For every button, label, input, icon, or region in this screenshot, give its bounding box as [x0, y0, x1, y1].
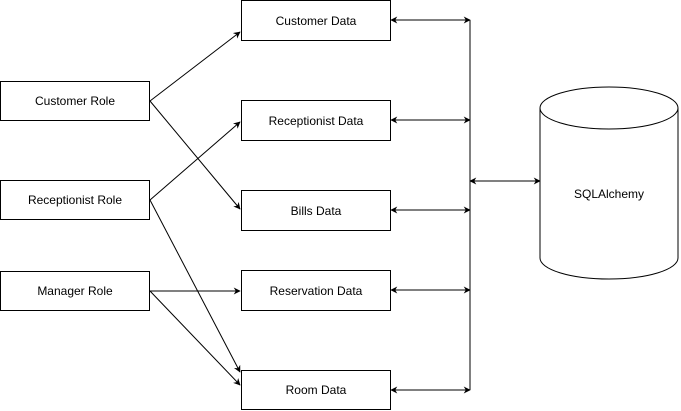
receptionist-data-label: Receptionist Data: [268, 113, 364, 128]
manager-role-box: Manager Role: [0, 271, 150, 311]
receptionist-data-box: Receptionist Data: [241, 100, 391, 141]
arrow-customer-role-to-customer-data: [149, 31, 241, 102]
bills-data-box: Bills Data: [241, 190, 391, 231]
customer-role-label: Customer Role: [34, 94, 116, 108]
reservation-data-box: Reservation Data: [241, 270, 391, 311]
manager-role-label: Manager Role: [37, 284, 113, 298]
receptionist-role-box: Receptionist Role: [0, 180, 150, 220]
room-data-label: Room Data: [285, 383, 347, 397]
database-label: SQLAlchemy: [573, 187, 645, 201]
bills-data-label: Bills Data: [290, 203, 342, 218]
customer-data-box: Customer Data: [241, 0, 391, 41]
arrow-manager-role-to-room-data: [149, 290, 241, 386]
receptionist-role-label: Receptionist Role: [27, 193, 123, 207]
arrow-receptionist-role-to-receptionist-data: [149, 121, 241, 201]
customer-data-label: Customer Data: [275, 13, 357, 28]
arrow-receptionist-role-to-room-data: [149, 199, 241, 373]
reservation-data-label: Reservation Data: [269, 283, 363, 298]
arrow-customer-role-to-bills-data: [149, 100, 241, 210]
room-data-box: Room Data: [241, 370, 391, 410]
database-cylinder-icon: [539, 86, 679, 280]
customer-role-box: Customer Role: [0, 81, 150, 121]
